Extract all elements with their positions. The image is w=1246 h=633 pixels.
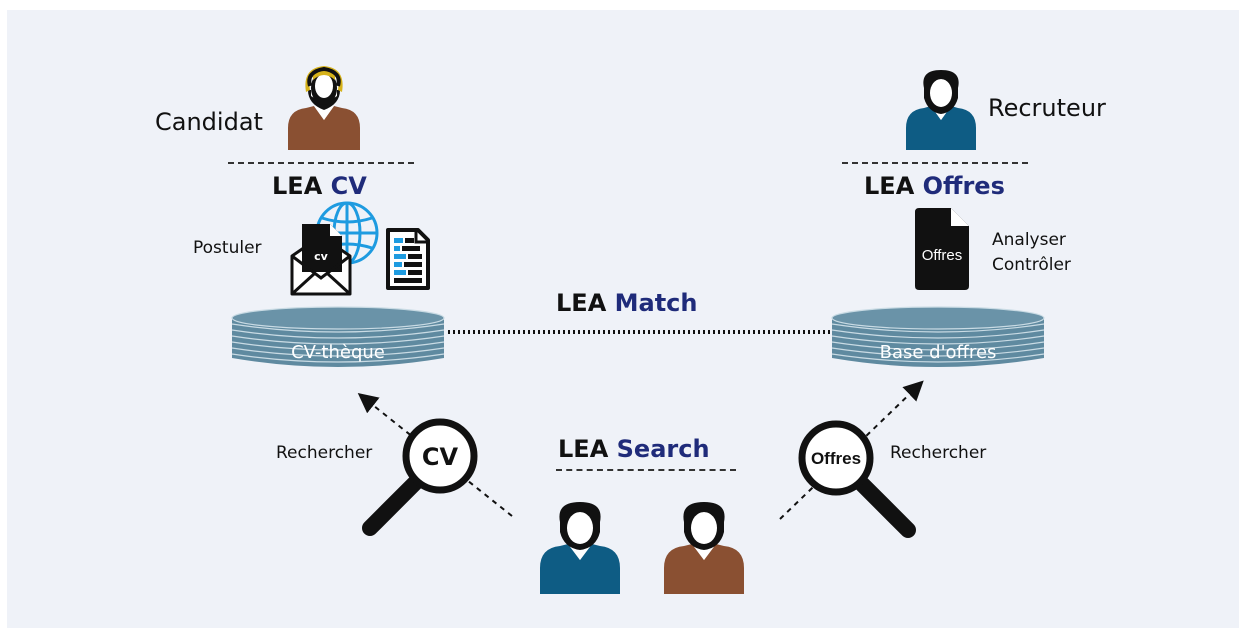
cv-theque-database-icon <box>231 306 445 367</box>
lea-offres-accent: Offres <box>922 172 1005 200</box>
candidate-separator <box>228 162 414 164</box>
right-rechercher-label: Rechercher <box>890 443 987 463</box>
candidate-role-label: Candidat <box>155 108 263 136</box>
lea-cv-heading: LEA CV <box>272 174 367 198</box>
search-person-blue-icon <box>540 502 620 594</box>
recruiter-actions: Analyser Contrôler <box>992 228 1071 277</box>
recruiter-separator <box>842 162 1028 164</box>
right-search-arrow <box>779 380 924 520</box>
recruiter-role-label: Recruteur <box>988 94 1106 122</box>
lea-offres-heading: LEA Offres <box>864 174 1005 198</box>
search-person-brown-icon <box>664 502 744 594</box>
envelope-cv-icon: cv <box>290 224 352 296</box>
lea-match-prefix: LEA <box>556 289 607 317</box>
lea-search-heading: LEA Search <box>558 437 710 461</box>
candidate-person-icon <box>288 66 360 150</box>
postuler-label: Postuler <box>193 238 262 258</box>
offres-magnifier-label: Offres <box>811 449 861 468</box>
offres-magnifier-icon: Offres <box>798 420 916 538</box>
offres-document-icon: Offres <box>915 208 969 290</box>
cv-document-icon <box>386 228 430 290</box>
cv-magnifier-label: CV <box>422 443 459 471</box>
cv-magnifier-icon: CV <box>362 418 478 536</box>
lea-offres-prefix: LEA <box>864 172 915 200</box>
left-rechercher-label: Rechercher <box>276 443 373 463</box>
lea-cv-prefix: LEA <box>272 172 323 200</box>
lea-match-heading: LEA Match <box>556 291 698 315</box>
base-offres-database-icon <box>831 306 1045 367</box>
analyser-label: Analyser <box>992 230 1066 250</box>
lea-cv-accent: CV <box>330 172 367 200</box>
lea-search-accent: Search <box>616 435 710 463</box>
recruiter-person-icon <box>906 70 976 150</box>
lea-search-prefix: LEA <box>558 435 609 463</box>
search-separator <box>556 469 736 471</box>
envelope-cv-badge: cv <box>314 250 329 263</box>
controler-label: Contrôler <box>992 254 1071 275</box>
offres-document-label: Offres <box>922 247 963 264</box>
lea-match-accent: Match <box>614 289 698 317</box>
base-offres-label: Base d'offres <box>879 342 997 363</box>
cv-theque-label: CV-thèque <box>291 342 385 363</box>
